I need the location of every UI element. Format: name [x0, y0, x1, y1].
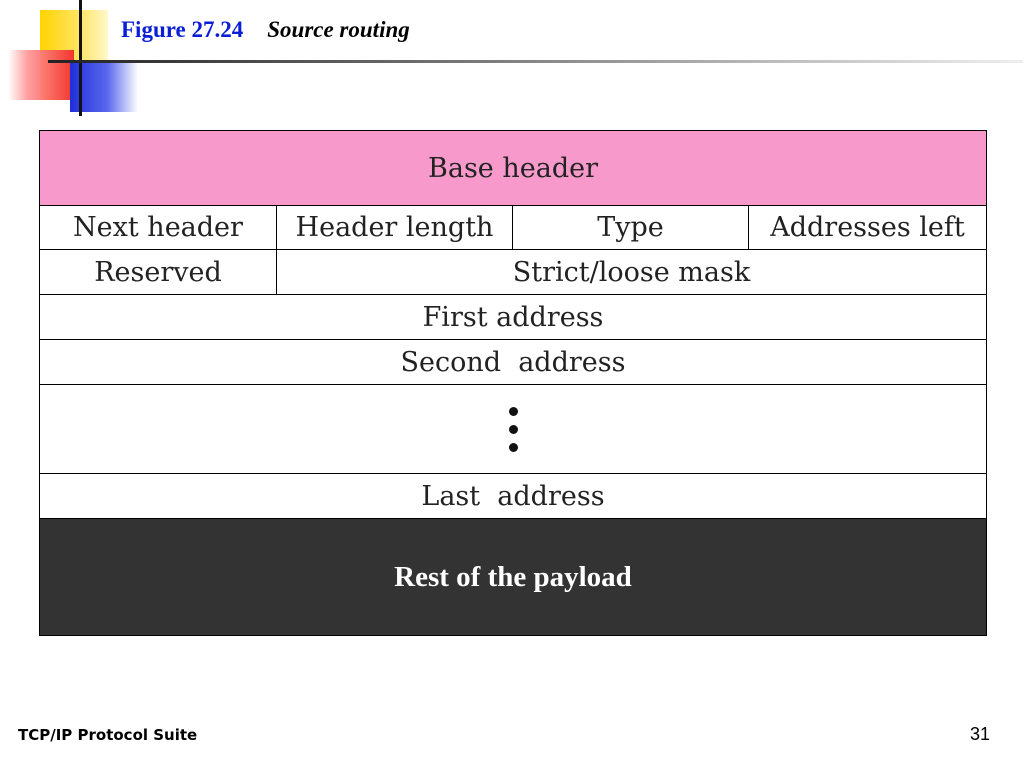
- payload-cell: Rest of the payload: [394, 560, 632, 593]
- first-address-row: First address: [40, 295, 986, 340]
- footer-title: TCP/IP Protocol Suite: [18, 726, 198, 744]
- figure-subtitle: Source routing: [267, 17, 410, 42]
- ellipsis-row: [40, 385, 986, 474]
- second-address-row: Second address: [40, 340, 986, 385]
- base-header-row: Base header: [40, 131, 986, 206]
- figure-title: Figure 27.24 Source routing: [121, 17, 410, 43]
- strict-loose-mask-cell: Strict/loose mask: [276, 250, 986, 294]
- figure-label: Figure 27.24: [121, 17, 244, 42]
- base-header-cell: Base header: [428, 152, 598, 184]
- type-cell: Type: [512, 206, 748, 249]
- ellipsis-cell: [40, 385, 986, 473]
- addresses-left-cell: Addresses left: [748, 206, 986, 249]
- reserved-row: Reserved Strict/loose mask: [40, 250, 986, 295]
- second-address-cell: Second address: [400, 346, 626, 378]
- source-routing-diagram: Base header Next header Header length Ty…: [39, 130, 987, 636]
- logo-vertical-line: [79, 0, 82, 116]
- vertical-ellipsis-icon: [508, 406, 518, 452]
- title-underline: [48, 60, 1023, 63]
- fields-row: Next header Header length Type Addresses…: [40, 206, 986, 250]
- next-header-cell: Next header: [73, 212, 243, 243]
- page-number: 31: [970, 724, 991, 744]
- header-length-cell: Header length: [276, 206, 512, 249]
- last-address-row: Last address: [40, 474, 986, 519]
- logo-red-block: [8, 50, 74, 100]
- first-address-cell: First address: [422, 301, 604, 333]
- reserved-cell: Reserved: [94, 256, 222, 288]
- last-address-cell: Last address: [421, 480, 605, 512]
- payload-row: Rest of the payload: [40, 519, 986, 635]
